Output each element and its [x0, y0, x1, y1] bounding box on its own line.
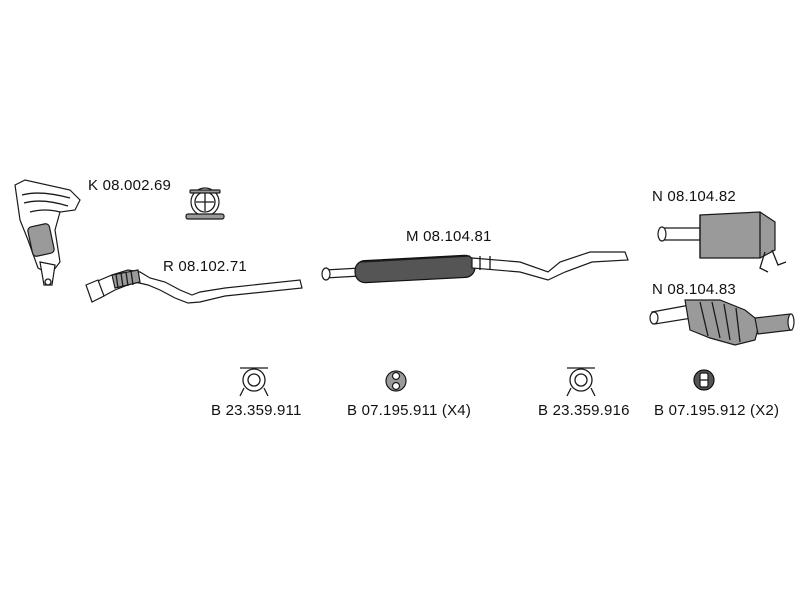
middle-silencer-part [321, 251, 629, 284]
rear-silencer-a-part [657, 211, 787, 273]
clamp-2-fitting [566, 367, 596, 397]
rear-silencer-b-part [649, 299, 795, 346]
rear-silencer-a-part-code: N 08.104.82 [652, 188, 736, 205]
ring-1-code: B 07.195.911 (X4) [347, 402, 472, 419]
clamp-2-code: B 23.359.916 [538, 402, 630, 419]
rear-silencer-b-part-code: N 08.104.83 [652, 281, 736, 298]
ring-2-code: B 07.195.912 (X2) [654, 402, 780, 419]
front-pipe-part [85, 269, 303, 304]
certification-seal [185, 187, 225, 220]
ring-1-fitting [385, 370, 407, 392]
ring-2-fitting [693, 369, 715, 391]
clamp-1-fitting [239, 367, 269, 397]
front-pipe-part-code: R 08.102.71 [163, 258, 247, 275]
clamp-1-code: B 23.359.911 [211, 402, 302, 419]
catalyst-part-code: K 08.002.69 [88, 177, 172, 194]
middle-silencer-part-code: M 08.104.81 [406, 228, 492, 245]
catalyst-manifold-part [14, 179, 81, 286]
